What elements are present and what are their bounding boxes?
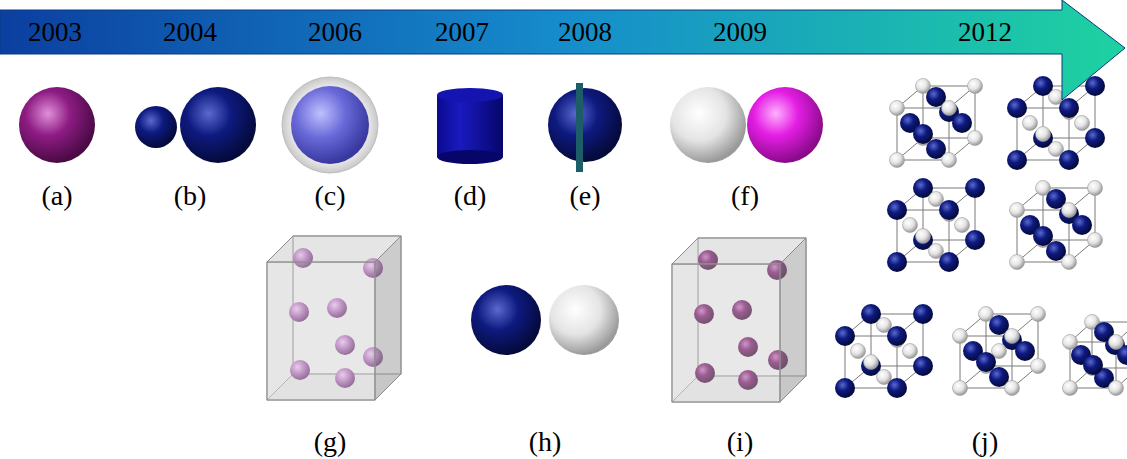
- unit-cell: [887, 178, 985, 272]
- large-sphere: [180, 87, 256, 163]
- year-label: 2009: [713, 19, 767, 46]
- year-label: 2003: [28, 19, 82, 46]
- core-sphere: [291, 86, 369, 164]
- magenta-sphere: [747, 87, 823, 163]
- panel-label: (c): [314, 182, 345, 210]
- cubic-cell: [267, 236, 401, 400]
- slab: [576, 83, 583, 172]
- unit-cell: [1063, 315, 1127, 396]
- lattice-cells: [835, 76, 1127, 398]
- cubic-cell: [672, 238, 806, 402]
- year-label: 2006: [308, 19, 362, 46]
- year-label: 2012: [958, 19, 1012, 46]
- cylinder: [437, 88, 503, 164]
- unit-cell: [1007, 76, 1105, 170]
- arrow-shape: [0, 0, 1127, 102]
- unit-cell: [890, 79, 983, 168]
- panel-label: (d): [454, 182, 487, 210]
- panel-label: (g): [314, 428, 347, 456]
- panel-label: (h): [529, 428, 562, 456]
- shell: [282, 77, 378, 173]
- panel-label: (e): [569, 182, 600, 210]
- sphere: [548, 88, 622, 162]
- sphere: [471, 285, 541, 355]
- unit-cell: [1010, 181, 1103, 270]
- small-sphere: [135, 106, 177, 148]
- panel-label: (f): [731, 182, 759, 210]
- sphere: [19, 87, 95, 163]
- panel-label: (j): [972, 428, 998, 456]
- year-label: 2004: [163, 19, 217, 46]
- panel-label: (i): [727, 428, 753, 456]
- white-sphere: [549, 285, 619, 355]
- unit-cell: [953, 307, 1046, 396]
- year-label: 2008: [558, 19, 612, 46]
- panel-label: (b): [174, 182, 207, 210]
- year-label: 2007: [435, 19, 489, 46]
- panel-label: (a): [41, 182, 72, 210]
- white-sphere: [670, 87, 746, 163]
- timeline-arrow: 2003 2004 2006 2007 2008 2009 2012: [0, 0, 1127, 102]
- unit-cell: [835, 304, 933, 398]
